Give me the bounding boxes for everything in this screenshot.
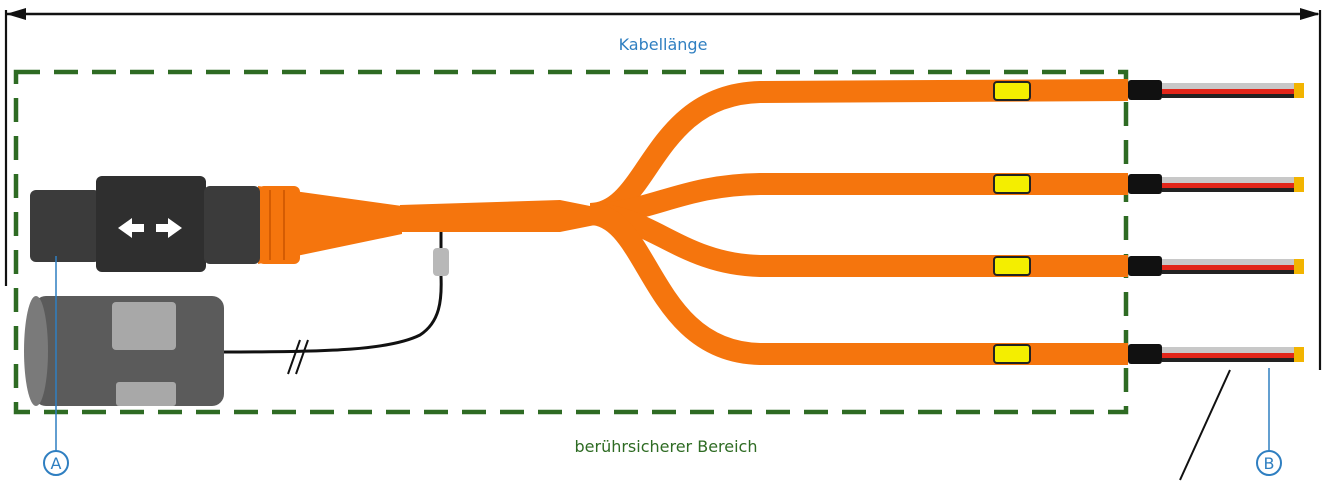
marker-a-label: A bbox=[51, 454, 62, 473]
wire-ends bbox=[993, 80, 1304, 364]
marker-b: B bbox=[1256, 368, 1282, 476]
safe-area-frame bbox=[13, 69, 1129, 415]
cable-branches bbox=[588, 79, 1129, 365]
branch-end-2 bbox=[993, 174, 1304, 194]
motor-body bbox=[24, 296, 224, 406]
cable-length-dimension bbox=[4, 8, 1322, 370]
length-leader-line bbox=[1179, 369, 1231, 481]
cable-main-sheath bbox=[400, 200, 610, 232]
marker-a: A bbox=[43, 256, 69, 476]
branch-end-1 bbox=[993, 80, 1304, 101]
signal-cable bbox=[223, 275, 443, 354]
safe-area-label: berührsicherer Bereich bbox=[574, 437, 757, 456]
cable-length-label: Kabellänge bbox=[619, 35, 708, 54]
bidirectional-arrow-icon bbox=[118, 218, 182, 238]
branch-end-3 bbox=[993, 256, 1304, 276]
cable-break-icon bbox=[287, 339, 309, 375]
marker-b-label: B bbox=[1264, 454, 1275, 473]
connector-housing bbox=[30, 176, 260, 272]
connector-orange-ring bbox=[258, 186, 300, 264]
branch-end-4 bbox=[993, 344, 1304, 364]
signal-cable-clip bbox=[433, 248, 449, 276]
